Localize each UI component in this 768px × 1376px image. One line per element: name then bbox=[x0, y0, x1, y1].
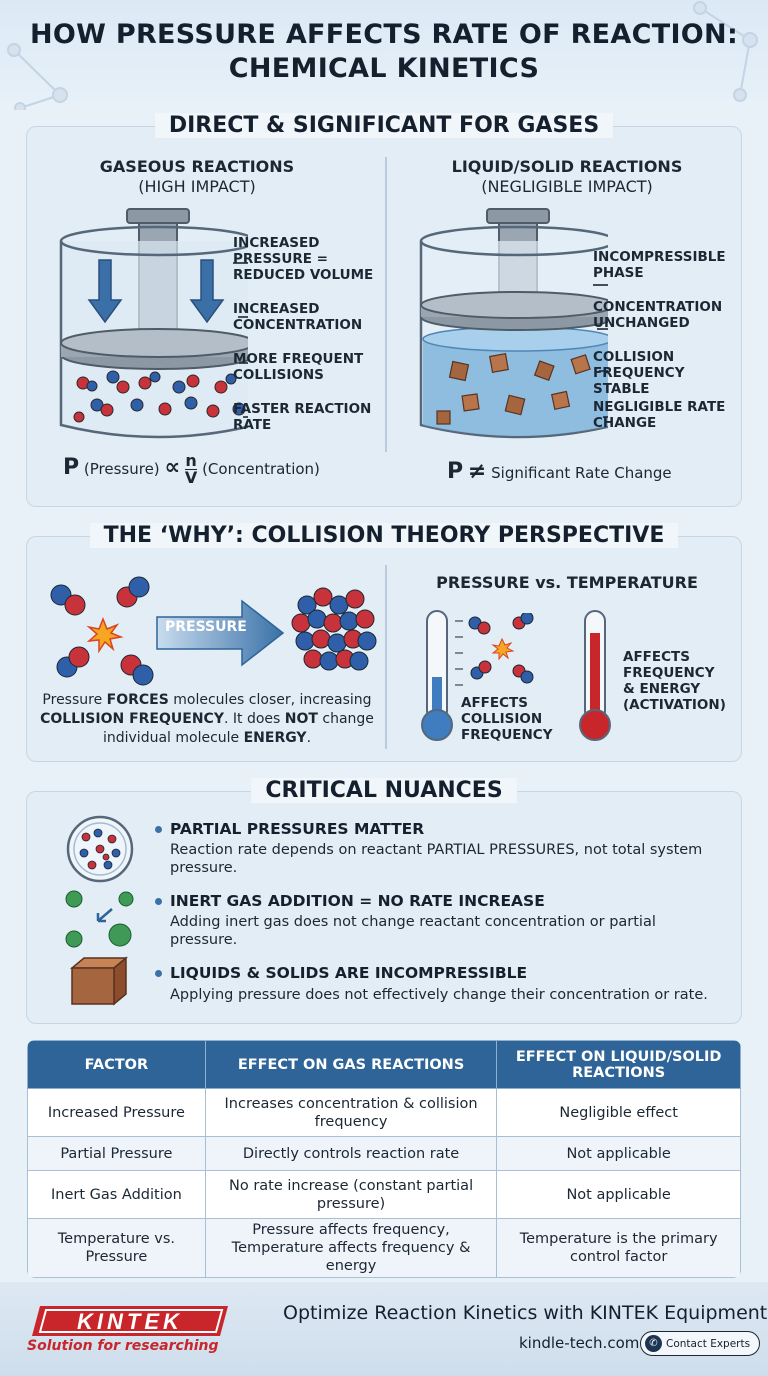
partial-pressure-dish-icon bbox=[66, 815, 134, 883]
page-title-line-1: HOW PRESSURE AFFECTS RATE OF REACTION: bbox=[29, 19, 739, 50]
table-cell: Inert Gas Addition bbox=[27, 1170, 206, 1219]
table-cell: Not applicable bbox=[496, 1136, 741, 1171]
table-cell: No rate increase (constant partial press… bbox=[204, 1170, 498, 1219]
not-equal-symbol: ≠ bbox=[467, 459, 487, 484]
formula-n: n bbox=[184, 451, 198, 470]
phone-icon: ✆ bbox=[645, 1335, 662, 1352]
section-gases-panel: DIRECT & SIGNIFICANT FOR GASES GASEOUS R… bbox=[26, 113, 742, 507]
table-cell: Temperature is the primary control facto… bbox=[496, 1218, 741, 1278]
panel-divider bbox=[385, 565, 387, 749]
table-cell: Not applicable bbox=[496, 1170, 741, 1219]
nuance-bullet bbox=[155, 970, 162, 977]
page-title: HOW PRESSURE AFFECTS RATE OF REACTION: C… bbox=[0, 18, 768, 86]
liquid-heading-line-2: (NEGLIGIBLE IMPACT) bbox=[481, 177, 653, 196]
factors-table: FACTOR EFFECT ON GAS REACTIONS EFFECT ON… bbox=[27, 1040, 741, 1278]
thermometer-low-icon bbox=[421, 610, 463, 741]
gas-heading-line-2: (HIGH IMPACT) bbox=[138, 177, 256, 196]
page-title-line-2: CHEMICAL KINETICS bbox=[228, 53, 540, 84]
nuance-2-body: Adding inert gas does not change reactan… bbox=[170, 914, 656, 948]
small-collision-icon bbox=[468, 613, 534, 684]
pressure-effect-label: AFFECTS COLLISION FREQUENCY bbox=[461, 695, 553, 743]
liquid-callout-2: CONCENTRATION UNCHANGED bbox=[593, 299, 723, 331]
svg-text:KINTEK: KINTEK bbox=[77, 1309, 183, 1334]
gas-heading: GASEOUS REACTIONS (HIGH IMPACT) bbox=[67, 157, 327, 197]
temperature-effect-label: AFFECTS FREQUENCY & ENERGY (ACTIVATION) bbox=[623, 649, 726, 713]
table-cell: Pressure affects frequency, Temperature … bbox=[204, 1218, 498, 1278]
liquid-callout-3: COLLISION FREQUENCY STABLE bbox=[593, 349, 685, 397]
gas-heading-line-1: GASEOUS REACTIONS bbox=[99, 157, 295, 176]
panel-divider bbox=[385, 157, 387, 452]
nuance-3-body: Applying pressure does not effectively c… bbox=[170, 987, 708, 1003]
table-cell: Temperature vs. Pressure bbox=[27, 1218, 206, 1278]
table-cell: Directly controls reaction rate bbox=[204, 1136, 498, 1171]
formula-pressure-label: (Pressure) bbox=[83, 460, 160, 478]
section-nuances-panel: CRITICAL NUANCES bbox=[26, 778, 742, 1024]
section-collision-title: THE ‘WHY’: COLLISION THEORY PERSPECTIVE bbox=[27, 523, 741, 548]
liquid-formula: P ≠ Significant Rate Change bbox=[447, 459, 672, 484]
table-row: Inert Gas Addition No rate increase (con… bbox=[27, 1170, 741, 1219]
table-header-cell: EFFECT ON GAS REACTIONS bbox=[204, 1040, 498, 1089]
table-header-cell: FACTOR bbox=[27, 1040, 206, 1089]
formula-p: P bbox=[63, 455, 80, 480]
table-cell: Increased Pressure bbox=[27, 1088, 206, 1137]
liquid-callout-4: NEGLIGIBLE RATE CHANGE bbox=[593, 399, 726, 431]
collision-before-after-illustration-icon bbox=[50, 576, 377, 686]
footer: KINTEK bbox=[0, 1282, 768, 1376]
footer-cta: Optimize Reaction Kinetics with KINTEK E… bbox=[283, 1302, 768, 1324]
formula-concentration-label: (Concentration) bbox=[202, 460, 320, 478]
section-gases-title: DIRECT & SIGNIFICANT FOR GASES bbox=[27, 113, 741, 138]
solid-cube-icon bbox=[69, 956, 129, 1006]
gas-formula: P (Pressure) ∝ n V (Concentration) bbox=[63, 453, 320, 486]
gas-callout-1: INCREASED PRESSURE = REDUCED VOLUME bbox=[233, 235, 374, 283]
thermometer-high-icon bbox=[579, 610, 611, 741]
gas-cylinder-illustration-icon bbox=[59, 208, 248, 439]
contact-experts-button[interactable]: ✆ Contact Experts bbox=[640, 1331, 760, 1356]
contact-experts-label: Contact Experts bbox=[666, 1337, 751, 1350]
molecule-decoration-icon bbox=[7, 1, 758, 110]
nuance-1-body: Reaction rate depends on reactant PARTIA… bbox=[170, 842, 703, 876]
kintek-logo: KINTEK bbox=[32, 1306, 228, 1336]
liquid-cylinder-illustration-icon bbox=[419, 208, 608, 439]
liquid-heading: LIQUID/SOLID REACTIONS (NEGLIGIBLE IMPAC… bbox=[427, 157, 707, 197]
liquid-callout-1: INCOMPRESSIBLE PHASE bbox=[593, 249, 726, 281]
collision-explanation: Pressure FORCES molecules closer, increa… bbox=[40, 692, 374, 746]
liquid-heading-line-1: LIQUID/SOLID REACTIONS bbox=[451, 157, 683, 176]
footer-tagline: Solution for researching bbox=[27, 1338, 219, 1354]
formula-v: V bbox=[184, 468, 198, 487]
nuance-3-heading: LIQUIDS & SOLIDS ARE INCOMPRESSIBLE bbox=[170, 964, 528, 982]
gas-callout-3: MORE FREQUENT COLLISIONS bbox=[233, 351, 364, 383]
gas-callout-4: FASTER REACTION RATE bbox=[233, 401, 372, 433]
section-collision-panel: THE ‘WHY’: COLLISION THEORY PERSPECTIVE bbox=[26, 523, 742, 762]
formula-proportional-symbol: ∝ bbox=[164, 455, 181, 480]
liquid-formula-p: P bbox=[447, 459, 464, 484]
pressure-arrow-label: PRESSURE bbox=[165, 619, 247, 635]
table-header-cell: EFFECT ON LIQUID/SOLID REACTIONS bbox=[496, 1040, 741, 1089]
table-row: Temperature vs. Pressure Pressure affect… bbox=[27, 1218, 741, 1278]
inert-gas-icon bbox=[65, 890, 134, 948]
liquid-formula-text: Significant Rate Change bbox=[491, 464, 672, 482]
table-header-row: FACTOR EFFECT ON GAS REACTIONS EFFECT ON… bbox=[27, 1040, 741, 1089]
gas-callout-2: INCREASED CONCENTRATION bbox=[233, 301, 363, 333]
website-link[interactable]: kindle-tech.com bbox=[519, 1334, 640, 1352]
header-band bbox=[0, 0, 768, 100]
nuance-2-heading: INERT GAS ADDITION = NO RATE INCREASE bbox=[170, 892, 545, 910]
nuance-bullet bbox=[155, 898, 162, 905]
table-cell: Partial Pressure bbox=[27, 1136, 206, 1171]
nuance-1-heading: PARTIAL PRESSURES MATTER bbox=[170, 820, 425, 838]
table-cell: Increases concentration & collision freq… bbox=[204, 1088, 498, 1137]
table-row: Partial Pressure Directly controls react… bbox=[27, 1136, 741, 1171]
table-cell: Negligible effect bbox=[496, 1088, 741, 1137]
nuance-bullet bbox=[155, 826, 162, 833]
pressure-vs-temperature-title: PRESSURE vs. TEMPERATURE bbox=[436, 573, 698, 592]
section-nuances-title: CRITICAL NUANCES bbox=[27, 778, 741, 803]
table-row: Increased Pressure Increases concentrati… bbox=[27, 1088, 741, 1137]
